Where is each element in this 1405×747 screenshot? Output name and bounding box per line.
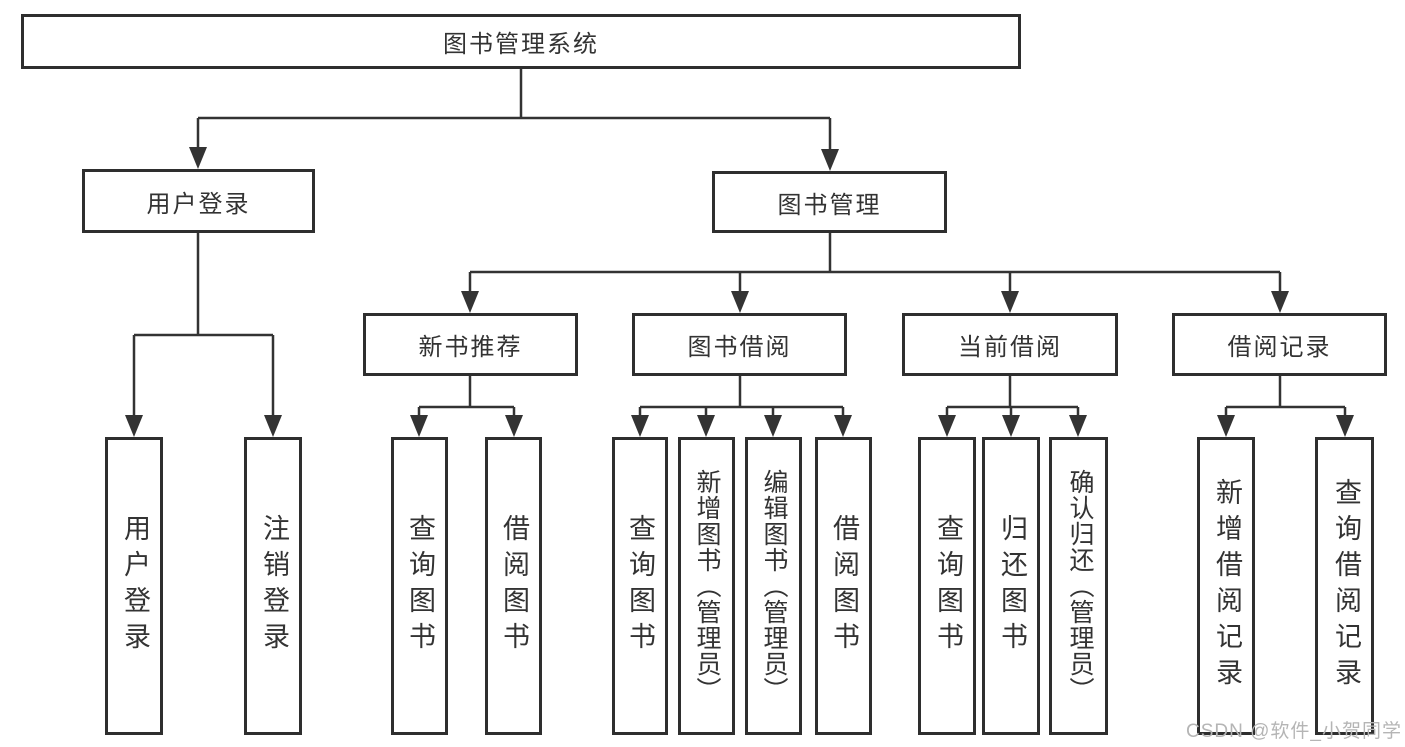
watermark: CSDN @软件_小贺同学 [1186,721,1402,742]
leaf-borrow-books-borrowing: 借阅图书 [815,437,872,735]
node-book-borrowing: 图书借阅 [632,313,847,376]
leaf-add-book-admin: 新增图书（管理员） [678,437,735,735]
leaf-logout: 注销登录 [244,437,302,735]
leaf-confirm-return-admin: 确认归还（管理员） [1049,437,1108,735]
leaf-query-borrow-record: 查询借阅记录 [1315,437,1374,735]
node-new-book-recommend: 新书推荐 [363,313,578,376]
leaf-query-books-current: 查询图书 [918,437,976,735]
node-user-login: 用户登录 [82,169,315,233]
node-current-borrowing: 当前借阅 [902,313,1118,376]
leaf-user-login: 用户登录 [105,437,163,735]
node-library-system: 图书管理系统 [21,14,1021,69]
node-borrowing-records: 借阅记录 [1172,313,1387,376]
node-book-management: 图书管理 [712,171,947,233]
leaf-query-books-recommend: 查询图书 [391,437,448,735]
leaf-borrow-books-recommend: 借阅图书 [485,437,542,735]
leaf-return-book: 归还图书 [982,437,1040,735]
leaf-edit-book-admin: 编辑图书（管理员） [745,437,802,735]
leaf-add-borrow-record: 新增借阅记录 [1197,437,1255,735]
leaf-query-books-borrowing: 查询图书 [612,437,668,735]
